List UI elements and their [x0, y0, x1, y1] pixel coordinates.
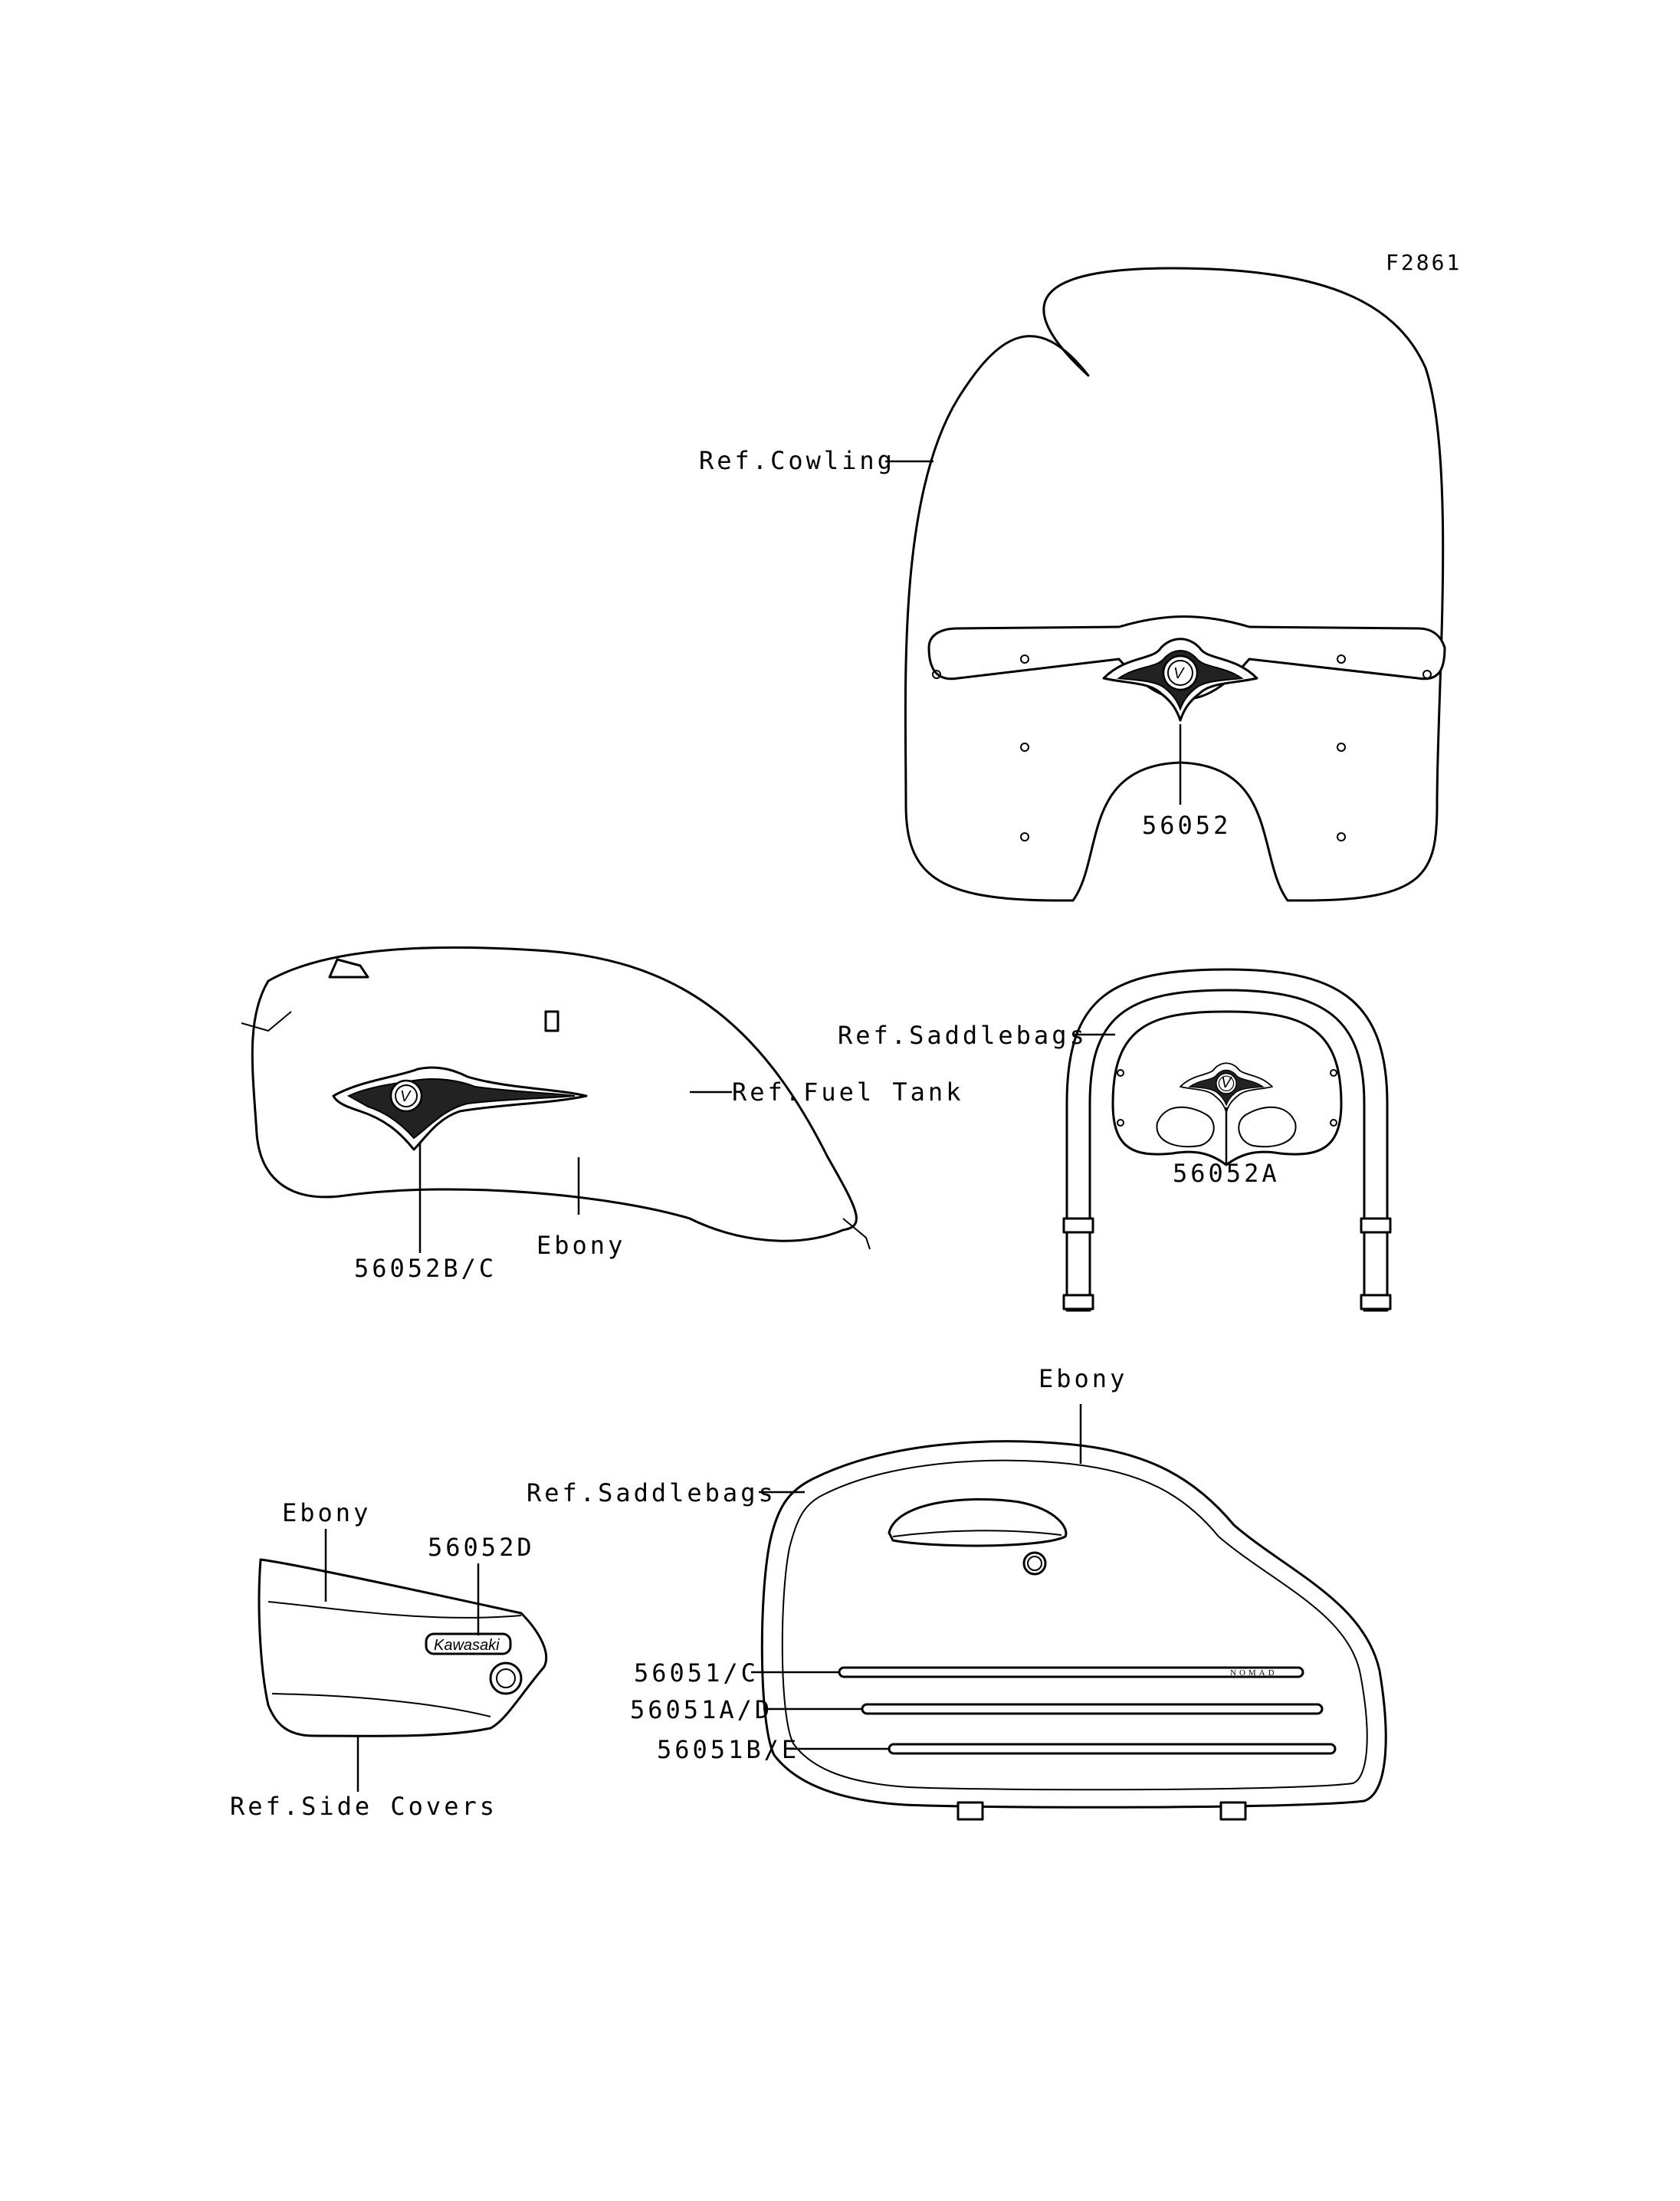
label-fuel-tank-color: Ebony	[536, 1231, 625, 1260]
side-cover-badge: Kawasaki	[434, 1637, 500, 1654]
label-stripe-2: 56051A/D	[630, 1695, 773, 1724]
label-side-cover-part: 56052D	[428, 1533, 535, 1562]
label-stripe-3: 56051B/E	[657, 1735, 799, 1764]
fuel-tank-illustration: V	[241, 946, 871, 1250]
label-backrest-part: 56052A	[1173, 1159, 1280, 1188]
label-cowling-ref: Ref.Cowling	[699, 446, 895, 475]
label-saddlebag-color: Ebony	[1039, 1364, 1127, 1393]
label-stripe-1: 56051/C	[634, 1658, 759, 1688]
emblem-letter-tank: V	[400, 1088, 412, 1105]
label-saddlebag-ref: Ref.Saddlebags	[527, 1478, 776, 1507]
saddlebag-illustration: NOMAD	[760, 1440, 1387, 1821]
windshield-illustration: V	[904, 267, 1446, 902]
emblem-letter-backrest: V	[1221, 1074, 1232, 1091]
emblem-letter-cowling: V	[1173, 665, 1185, 682]
label-cowling-part: 56052	[1142, 811, 1231, 840]
label-fuel-tank-part: 56052B/C	[354, 1254, 497, 1283]
saddlebag-badge: NOMAD	[1230, 1668, 1278, 1678]
label-fuel-tank-ref: Ref.Fuel Tank	[732, 1078, 963, 1107]
label-side-cover-ref: Ref.Side Covers	[230, 1792, 497, 1821]
backrest-illustration: V	[1062, 968, 1392, 1312]
figure-code: F2861	[1386, 250, 1462, 275]
side-cover-illustration: Kawasaki	[258, 1558, 548, 1737]
label-backrest-ref: Ref.Saddlebags	[838, 1021, 1088, 1050]
label-side-cover-color: Ebony	[282, 1498, 371, 1527]
